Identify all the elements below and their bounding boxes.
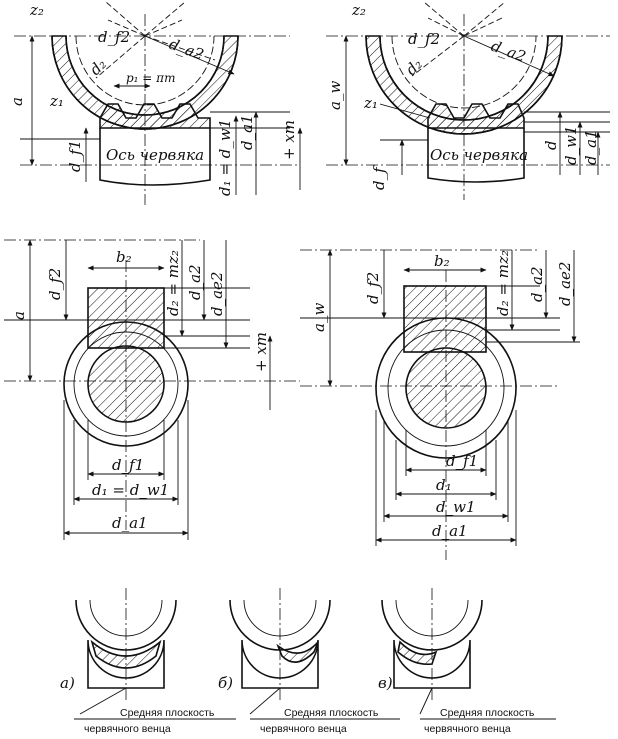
fig3-da2-label: d_a2	[186, 264, 204, 300]
fig2-worm-gear-section	[326, 1, 610, 200]
fig3-df2-label: d_f2	[46, 268, 64, 300]
fig3-df1-label: d_f1	[112, 456, 144, 474]
fig3-da1-label: d_a1	[112, 514, 148, 532]
fig1-p1-label: p₁ = πm	[126, 71, 175, 85]
fig4-b2-label: b₂	[434, 252, 450, 270]
fig1-da1-label: d_a1	[238, 114, 256, 150]
fig4-da1-label: d_a1	[432, 522, 468, 540]
fig3-d2-label: d₂ = mz₂	[164, 250, 182, 316]
contact-v-caption-line1: Средняя плоскость	[440, 707, 535, 719]
fig2-da1-label: d_a1	[582, 129, 600, 165]
fig1-xm-label: + xm	[280, 120, 298, 160]
fig1-d2-label: d₂	[86, 55, 110, 79]
fig3-xm-label: + xm	[252, 332, 270, 372]
fig4-d1-label: d₁	[436, 476, 452, 494]
contact-a-caption-line2: червячного венца	[84, 723, 171, 735]
fig4-df2-label: d_f2	[364, 272, 382, 304]
fig2-z1-label: z₁	[363, 94, 378, 112]
fig2-aw-label: a_w	[326, 81, 344, 110]
contact-a-letter: а)	[60, 674, 75, 692]
fig1-df2-label: d_f2	[98, 28, 130, 46]
fig4-dw1-label: d_w1	[436, 498, 476, 516]
contact-b-caption-line1: Средняя плоскость	[284, 707, 379, 719]
fig1-z2-label: z₂	[29, 1, 44, 19]
contact-v-caption-line2: червячного венца	[424, 723, 511, 735]
fig3-d1-dw1-label: d₁ = d_w1	[92, 481, 169, 499]
contact-b-caption-line2: червячного венца	[260, 723, 347, 735]
contact-b-letter: б)	[218, 674, 233, 692]
fig2-z2-label: z₂	[351, 1, 366, 19]
contact-pattern-v	[381, 588, 483, 715]
fig2-axis-label: Ось червяка	[430, 146, 528, 164]
fig3-b2-label: b₂	[116, 248, 132, 266]
fig2-d-label: d	[542, 140, 560, 150]
fig4-aw-label: a_w	[310, 303, 328, 332]
fig2-df-label: d_f	[370, 165, 388, 190]
fig2-df2-label: d_f2	[408, 30, 440, 48]
fig1-df1-label: d_f1	[66, 140, 84, 172]
fig3-a-label: a	[10, 311, 28, 320]
fig2-da2-label: d_a2	[489, 37, 529, 66]
contact-pattern-a	[75, 588, 177, 715]
fig4-side-view	[300, 249, 580, 560]
fig4-da2-label: d_a2	[528, 266, 546, 302]
fig1-z1-label: z₁	[49, 92, 64, 110]
fig1-d1-dw1-label: d₁ = d_w1	[216, 119, 234, 196]
fig3-dae2-label: d_ae2	[208, 272, 226, 316]
contact-a-caption-line1: Средняя плоскость	[120, 707, 215, 719]
fig2-d2-label: d₂	[402, 55, 426, 79]
fig1-worm-gear-section	[14, 1, 303, 205]
fig1-da2-label: d_a2	[167, 35, 207, 64]
fig4-d2-label: d₂ = mz₂	[494, 250, 512, 316]
fig3-side-view	[4, 239, 300, 540]
fig2-dw1-label: d_w1	[562, 126, 580, 166]
contact-v-letter: в)	[378, 674, 393, 692]
fig1-a-label: a	[8, 97, 26, 106]
fig1-axis-label: Ось червяка	[106, 146, 204, 164]
fig4-df1-label: d_f1	[446, 452, 478, 470]
fig4-dae2-label: d_ae2	[556, 262, 574, 306]
contact-pattern-b	[229, 588, 331, 715]
